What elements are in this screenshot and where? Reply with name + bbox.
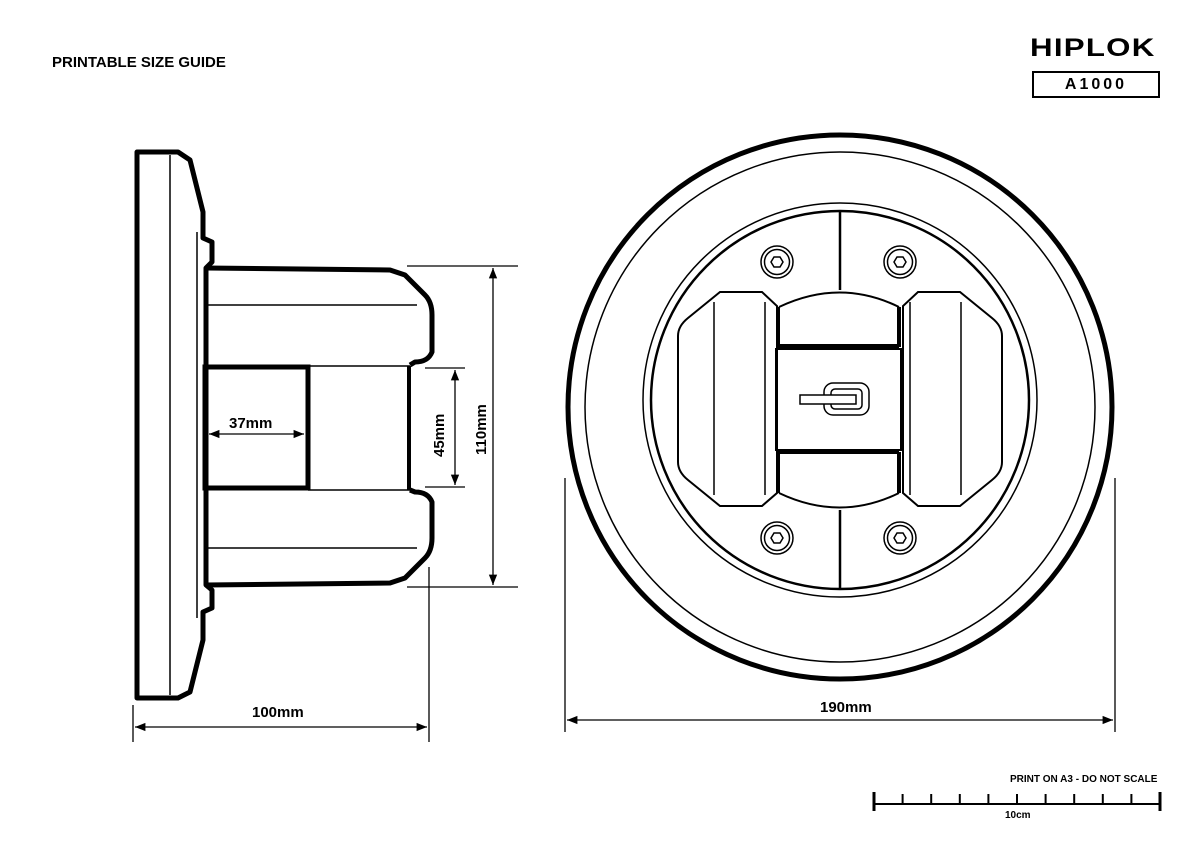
screw-top-right [883,245,917,279]
scale-bar [872,792,1162,811]
screw-bottom-left [760,521,794,555]
scale-label: 10cm [1005,810,1031,821]
slot-insert [202,364,311,491]
height-label: 110mm [473,404,490,455]
slot-height-label: 45mm [431,414,448,457]
brand-logo: HIPLOK [1030,34,1156,62]
side-view [134,149,435,701]
diameter-label: 190mm [820,699,872,716]
outer-rim [565,132,1115,682]
side-dimensions [132,265,518,742]
page-title: PRINTABLE SIZE GUIDE [52,54,226,71]
screw-top-left [760,245,794,279]
scale-note: PRINT ON A3 - DO NOT SCALE [1010,774,1158,785]
upper-arm [205,265,435,368]
mount-ring [642,202,1038,598]
key-icon [799,382,870,416]
screw-bottom-right [883,521,917,555]
front-view [565,132,1115,682]
model-badge: A1000 [1032,71,1160,98]
left-pad [677,291,778,507]
depth-label: 100mm [252,704,304,721]
lower-arm [205,487,435,588]
front-dimensions [564,478,1116,732]
right-pad [902,291,1003,507]
slot-depth-label: 37mm [229,415,272,432]
base-plate [134,149,215,701]
